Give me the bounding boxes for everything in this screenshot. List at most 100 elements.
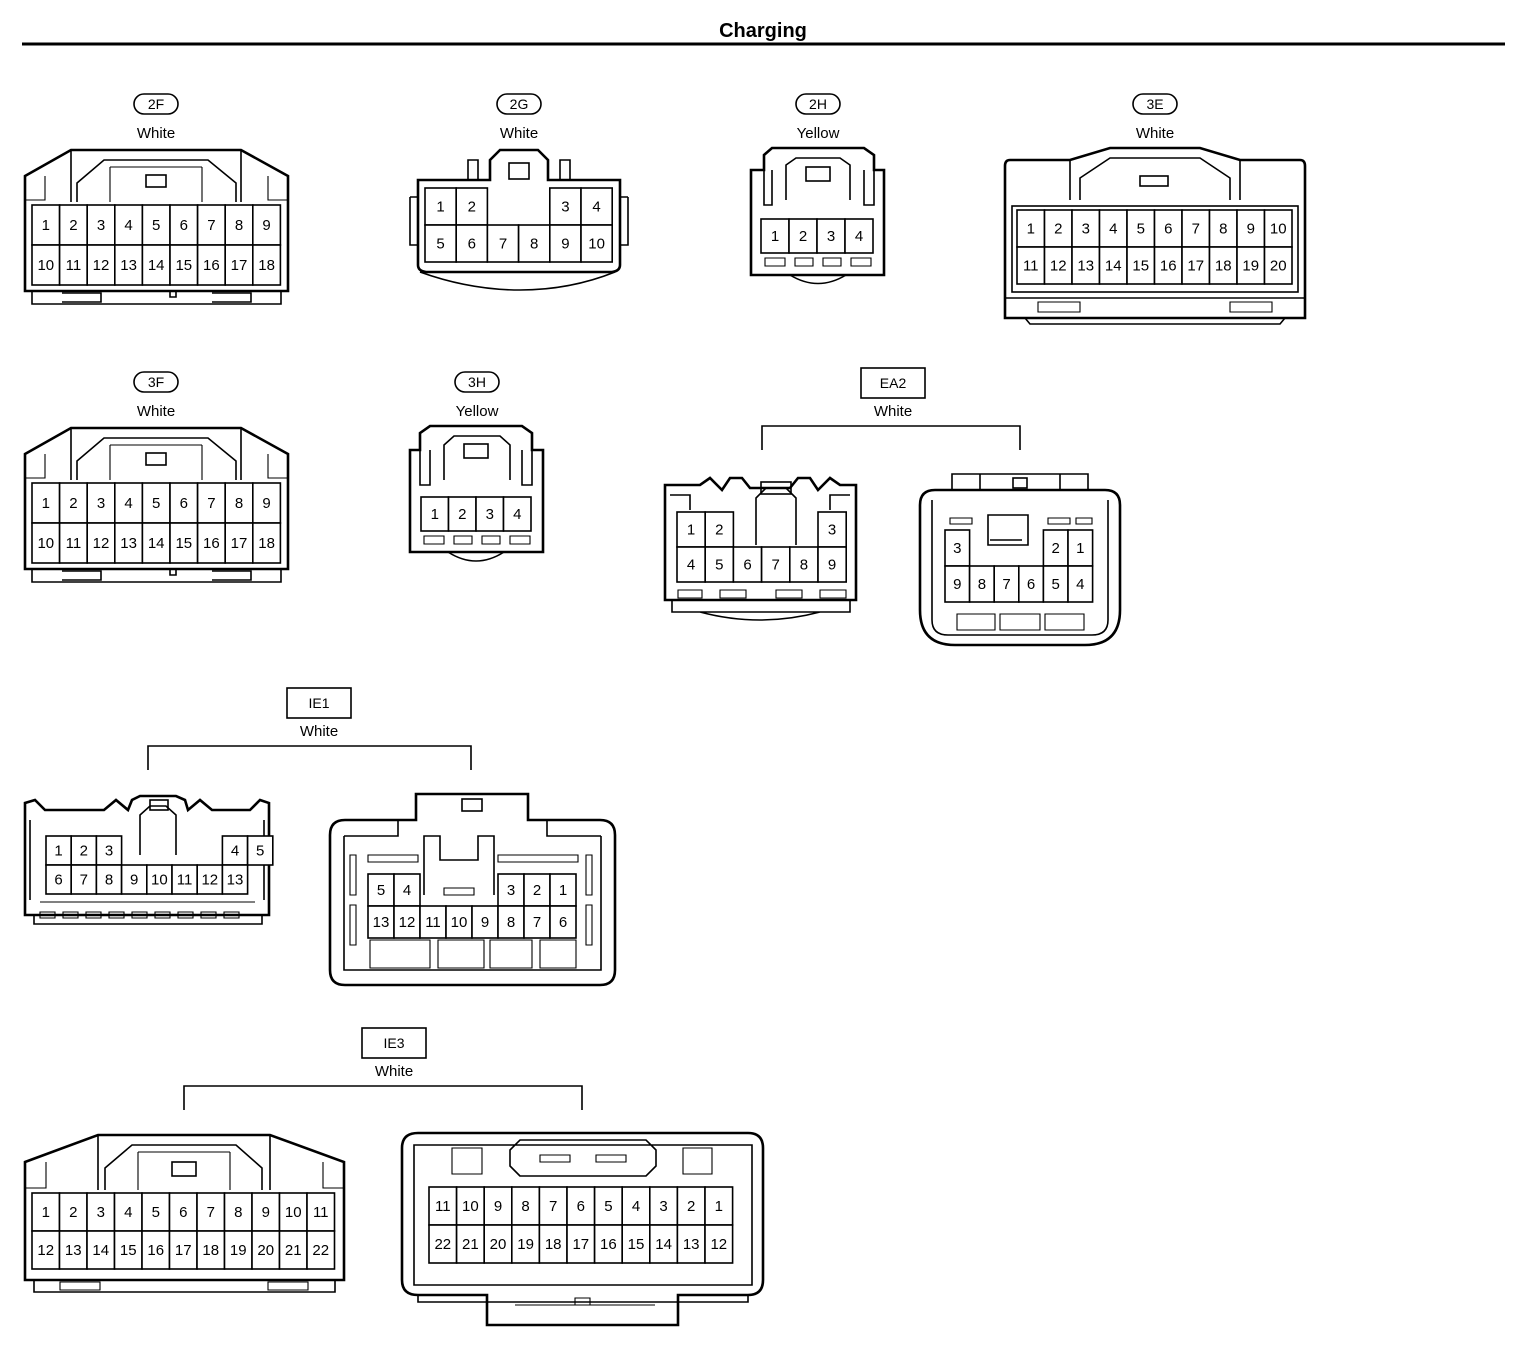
- connector-id-ea2: EA2: [880, 375, 907, 391]
- pin-number: 16: [203, 535, 220, 552]
- pin-number: 6: [468, 236, 476, 253]
- connector-id-3h: 3H: [468, 374, 486, 390]
- connector-color-3f: White: [137, 403, 175, 420]
- pin-cell: [113, 1230, 143, 1270]
- pin-number: 10: [37, 535, 54, 552]
- page-title: Charging: [719, 20, 807, 42]
- pin-number: 12: [37, 1242, 54, 1259]
- pin-number: 7: [549, 1198, 557, 1215]
- housing-detail: [763, 157, 875, 285]
- pin-cell: [419, 905, 447, 939]
- pin-number: 4: [592, 199, 600, 216]
- pin-cell: [447, 496, 477, 532]
- pin-cell: [424, 187, 458, 226]
- rear-cavities: [349, 854, 593, 969]
- pin-number: 15: [628, 1236, 645, 1253]
- pin-number: 10: [151, 872, 168, 889]
- pin-number: 12: [93, 535, 110, 552]
- pin-number: 3: [97, 217, 105, 234]
- pin-cell: [224, 482, 254, 524]
- connector-latch: [70, 150, 242, 202]
- pin-number: 2: [687, 1198, 695, 1215]
- pin-number: 15: [175, 257, 192, 274]
- pin-cell: [168, 1230, 198, 1270]
- housing-detail: [931, 473, 1109, 636]
- pin-number: 13: [373, 914, 390, 931]
- pin-number: 22: [434, 1236, 451, 1253]
- pin-cell: [580, 224, 614, 263]
- pin-cell: [538, 1186, 568, 1226]
- pin-cell: [1208, 246, 1238, 285]
- pin-number: 10: [1270, 221, 1287, 238]
- housing-detail: [1005, 157, 1305, 325]
- rear-cavities: [451, 1147, 713, 1306]
- pin-cell: [420, 496, 450, 532]
- pin-cell: [455, 224, 489, 263]
- pin-number: 11: [177, 872, 193, 889]
- pin-number: 5: [152, 217, 160, 234]
- pin-cell: [31, 1230, 61, 1270]
- pin-cell: [58, 522, 88, 564]
- connector-tag-2f: [133, 93, 179, 115]
- pin-cell: [816, 218, 846, 254]
- pin-cell: [86, 522, 116, 564]
- pin-number: 17: [175, 1242, 192, 1259]
- pin-cell: [1043, 246, 1073, 285]
- lock-tab: [149, 799, 169, 811]
- housing-detail: [670, 487, 851, 621]
- connector-tag-3h: [454, 371, 500, 393]
- pin-number: 7: [207, 217, 215, 234]
- pin-cell: [196, 482, 227, 524]
- lock-tab: [461, 798, 483, 812]
- pin-cell: [1236, 209, 1266, 248]
- pin-cell: [483, 1224, 513, 1264]
- pin-number: 19: [1242, 258, 1259, 275]
- pin-number: 7: [80, 872, 88, 889]
- connector-latch: [33, 1135, 336, 1293]
- pin-number: 9: [953, 576, 961, 593]
- pin-number: 20: [257, 1242, 274, 1259]
- lock-tab: [508, 162, 530, 180]
- pin-number: 6: [743, 557, 751, 574]
- connector-color-3h: Yellow: [456, 403, 499, 420]
- pin-number: 4: [124, 217, 132, 234]
- housing-detail: [409, 159, 629, 291]
- lock-tab: [171, 1161, 197, 1177]
- pin-number: 5: [152, 495, 160, 512]
- pin-number: 12: [710, 1236, 727, 1253]
- pin-cell: [169, 244, 199, 286]
- pin-number: 1: [42, 217, 50, 234]
- connector-color-ie1: White: [300, 723, 338, 740]
- pin-number: 12: [93, 257, 110, 274]
- lock-tab: [760, 481, 792, 495]
- connector-tag-ie3: [361, 1027, 427, 1059]
- pin-cell: [1153, 246, 1183, 285]
- pin-number: 6: [577, 1198, 585, 1215]
- pin-number: 11: [313, 1204, 329, 1221]
- pin-number: 12: [399, 914, 416, 931]
- pin-cell: [732, 546, 763, 583]
- pin-cell: [1126, 246, 1156, 285]
- pin-cell: [168, 1192, 198, 1232]
- rear-cavities: [949, 517, 1093, 631]
- pin-number: 11: [435, 1198, 451, 1215]
- pin-cell: [252, 204, 282, 246]
- pin-number: 3: [828, 522, 836, 539]
- pin-number: 4: [124, 1204, 132, 1221]
- pin-number: 16: [203, 257, 220, 274]
- pin-cell: [455, 187, 489, 226]
- pin-number: 3: [1082, 221, 1090, 238]
